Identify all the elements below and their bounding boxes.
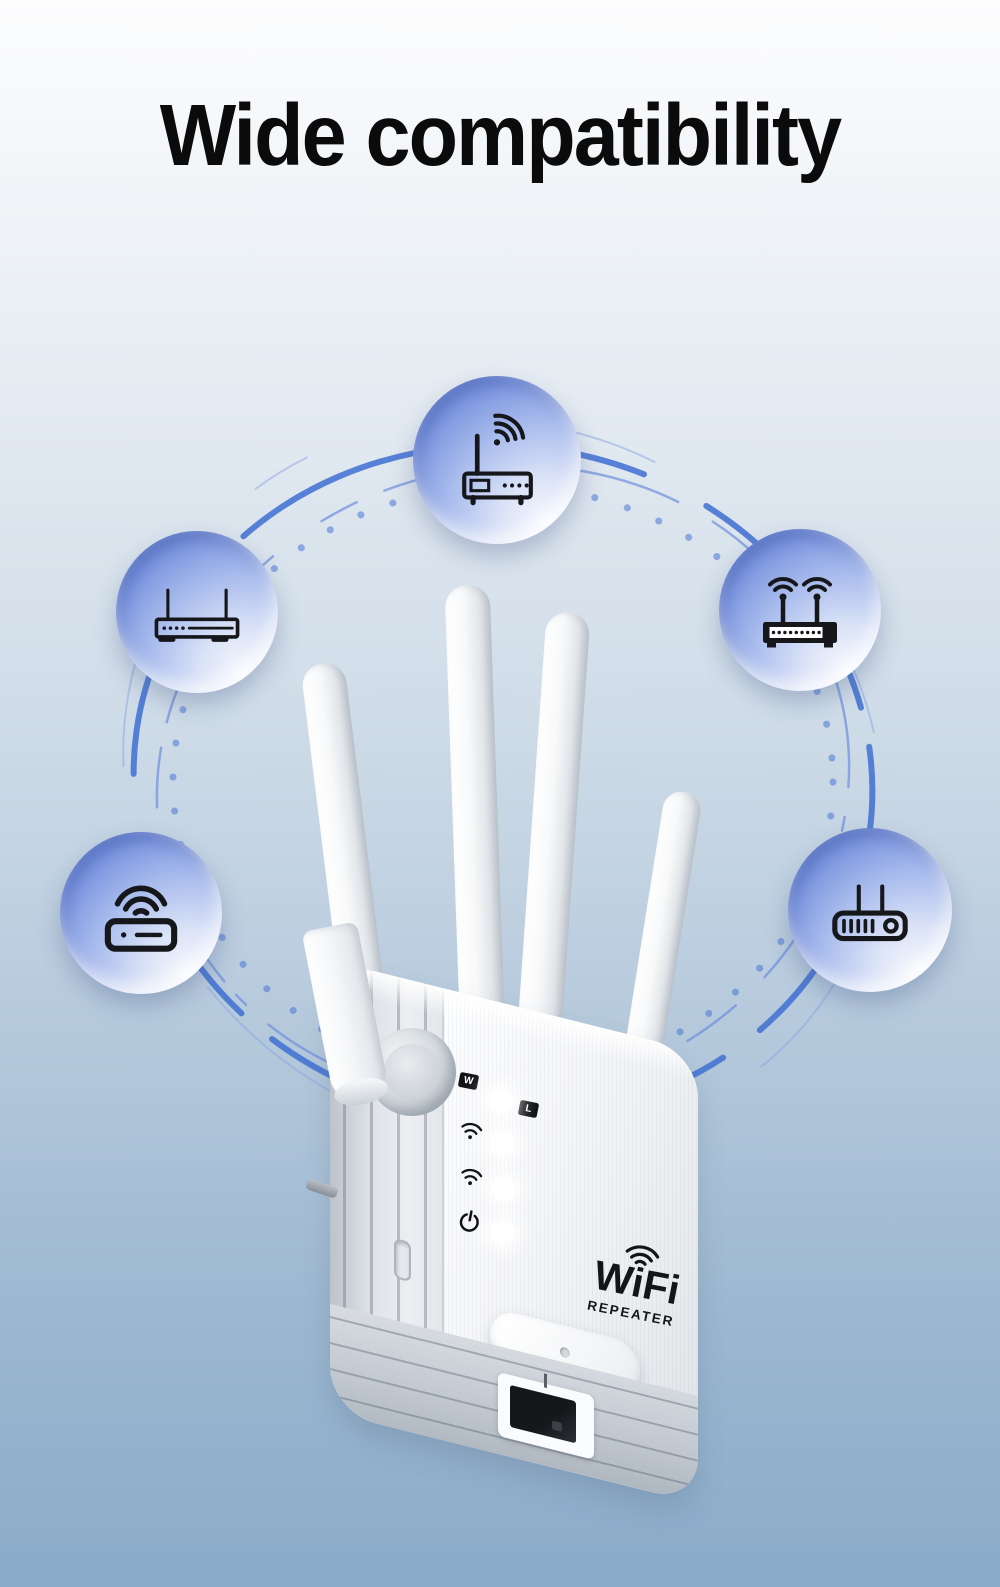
antenna-center-left xyxy=(444,584,505,1016)
wifi-repeater-device: W L xyxy=(270,555,760,1555)
bubble-top-right xyxy=(719,529,881,691)
wireless-router-icon xyxy=(763,577,837,648)
wifi-signal-icon xyxy=(461,1122,483,1140)
side-vent-slot xyxy=(394,1237,411,1283)
antenna-center-right xyxy=(517,610,591,1034)
device-body: W L xyxy=(330,960,698,1504)
bubble-left xyxy=(116,531,278,693)
bubble-bottom-right xyxy=(788,828,952,992)
wifi-repeater-logo: WiFi REPEATER xyxy=(569,1231,698,1332)
set-top-box-icon xyxy=(832,884,908,942)
ethernet-recess xyxy=(498,1371,594,1460)
modem-icon xyxy=(154,588,240,642)
wifi-signal-icon xyxy=(461,1168,483,1186)
access-point-icon xyxy=(104,885,178,952)
ethernet-port xyxy=(510,1384,576,1444)
wifi-router-icon xyxy=(462,413,533,506)
bubble-top xyxy=(413,376,581,544)
logo-wifi-arcs-icon xyxy=(625,1245,660,1266)
page-title: Wide compatibility xyxy=(159,87,842,184)
bubble-bottom-left xyxy=(60,832,222,994)
ethernet-pin xyxy=(544,1373,547,1389)
power-icon xyxy=(459,1210,479,1232)
